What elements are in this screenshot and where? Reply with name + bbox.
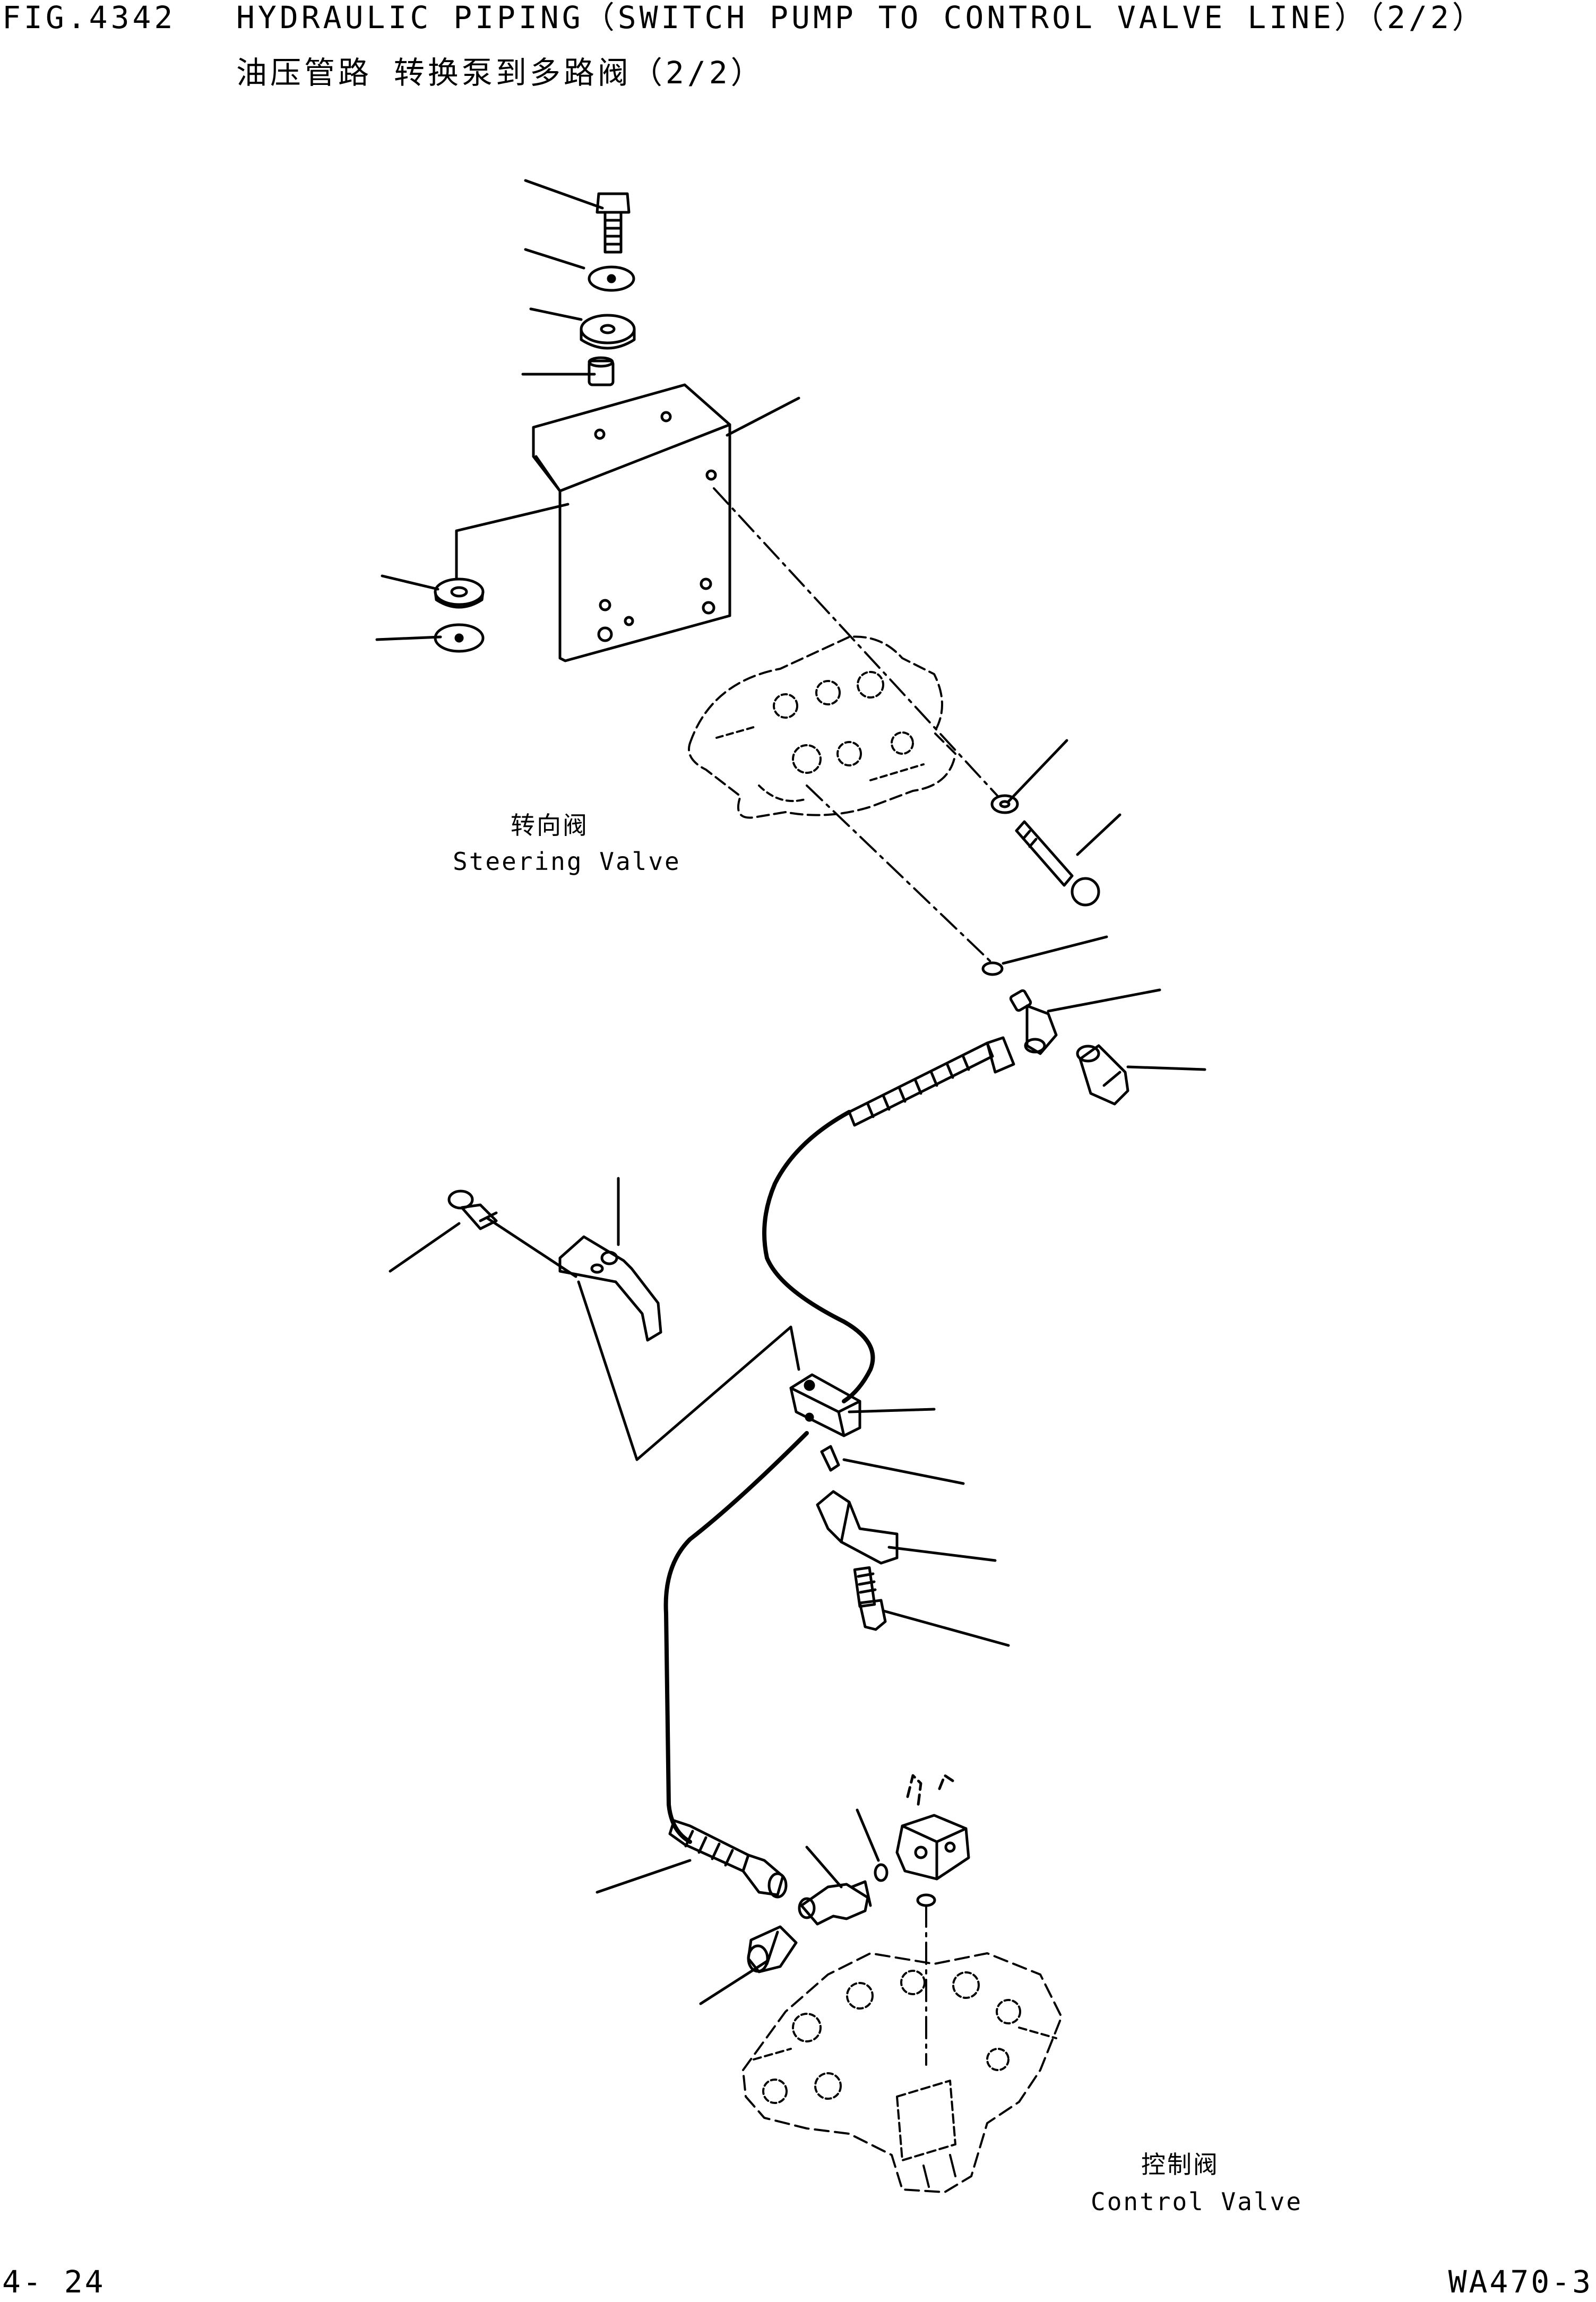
zigzag-leader bbox=[579, 1282, 799, 1460]
figure-title-en: HYDRAULIC PIPING（SWITCH PUMP TO CONTROL … bbox=[236, 0, 1486, 36]
cap-nut-icon bbox=[1077, 1046, 1128, 1104]
figure-title-zh: 油压管路 转换泵到多路阀（2/2） bbox=[236, 55, 765, 91]
steering-valve-label-zh: 转向阀 bbox=[511, 811, 589, 840]
lower-cap-nut-icon bbox=[748, 1927, 796, 1972]
washer-small-icon bbox=[992, 796, 1017, 813]
clamp-bracket-icon bbox=[560, 1237, 661, 1340]
spacer-icon bbox=[589, 358, 613, 385]
control-valve-icon bbox=[743, 1953, 1062, 2192]
upper-hose-icon bbox=[764, 1038, 1014, 1401]
mounting-bracket-icon bbox=[533, 385, 730, 661]
steering-valve-icon bbox=[689, 637, 955, 818]
bolt-icon bbox=[597, 194, 629, 252]
page-number: 4- 24 bbox=[2, 2264, 106, 2300]
steering-valve-label-en: Steering Valve bbox=[453, 847, 681, 876]
bent-plate-icon bbox=[817, 1491, 897, 1563]
lower-elbow-icon bbox=[799, 1882, 870, 1924]
cushion-lower-icon bbox=[435, 579, 483, 607]
washer-icon bbox=[589, 267, 634, 290]
clamp-bolt-icon bbox=[449, 1191, 576, 1277]
hex-bolt-icon bbox=[855, 1567, 885, 1629]
control-valve-label-en: Control Valve bbox=[1091, 2187, 1303, 2216]
clamp-block-icon bbox=[791, 1375, 860, 1436]
figure-number: FIG.4342 bbox=[2, 0, 176, 36]
model-number: WA470-3 bbox=[1448, 2264, 1593, 2300]
lower-hose-icon bbox=[666, 1433, 807, 1897]
washer-lower-icon bbox=[435, 625, 483, 651]
long-bolt-icon bbox=[1016, 822, 1099, 905]
manifold-block-icon bbox=[897, 1775, 969, 1906]
elbow-fitting-icon bbox=[1010, 990, 1056, 1054]
o-ring-icon bbox=[983, 963, 1002, 975]
control-valve-label-zh: 控制阀 bbox=[1141, 2150, 1219, 2179]
lower-o-ring-icon bbox=[875, 1865, 887, 1881]
spacer-small-icon bbox=[822, 1446, 839, 1470]
alignment-lines bbox=[714, 488, 998, 963]
leader-lines-top bbox=[377, 180, 799, 640]
cushion-icon bbox=[581, 315, 634, 348]
